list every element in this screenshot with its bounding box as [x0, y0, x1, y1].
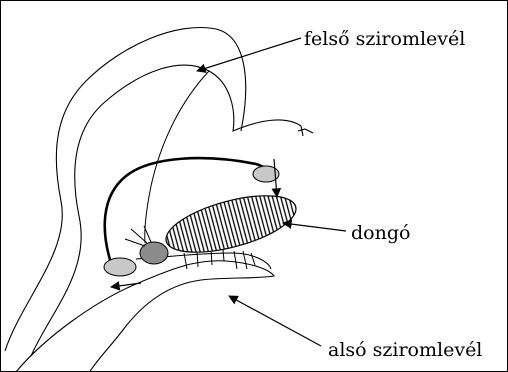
- stigma-ellipse: [104, 258, 136, 276]
- bumblebee-label: dongó: [351, 222, 410, 244]
- bumblebee-pointer: [283, 223, 346, 231]
- lower-petal-label: alsó sziromlevél: [328, 339, 482, 361]
- lower-petal-pointer: [229, 296, 321, 346]
- upper-petal-outer-outline: [5, 28, 246, 351]
- upper-petal-pointer: [197, 38, 301, 71]
- upper-petal-label: felső sziromlevél: [304, 28, 465, 50]
- bumblebee-body: [160, 184, 301, 263]
- upper-petal-tip: [298, 129, 313, 133]
- lower-petal-outline: [15, 261, 274, 371]
- leftward-arrow: [111, 283, 141, 287]
